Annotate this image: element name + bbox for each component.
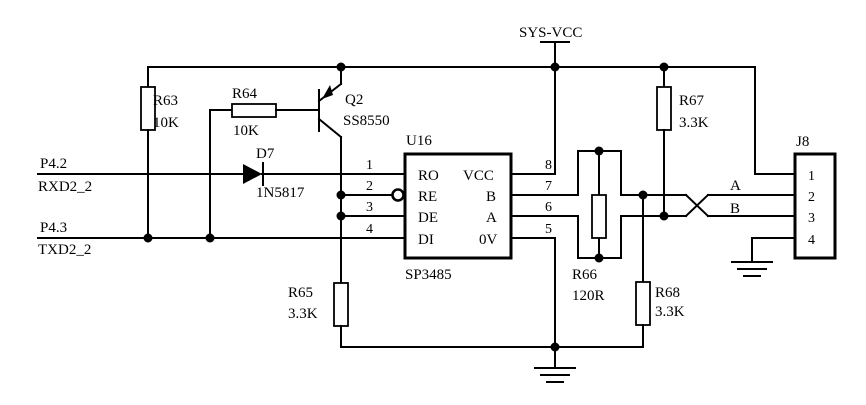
tx-line	[37, 233, 406, 243]
r64-label: R64	[232, 86, 258, 102]
resistor-r68	[635, 194, 651, 348]
pin-7-num: 7	[545, 179, 552, 194]
r66-label: R66	[572, 267, 598, 283]
r66-value: 120R	[572, 288, 605, 304]
txd-label: TXD2_2	[38, 242, 91, 258]
d7-part: 1N5817	[256, 185, 305, 201]
power-rail	[147, 41, 756, 72]
j8-pin-2: 2	[808, 190, 815, 205]
pin-2-num: 2	[366, 179, 373, 194]
pin-1-num: 1	[366, 158, 373, 173]
pin-0v-name: 0V	[479, 232, 498, 248]
pin-di-name: DI	[418, 232, 434, 248]
rxd-label: RXD2_2	[38, 179, 92, 195]
connector-j8	[731, 66, 837, 277]
sys-vcc-label: SYS-VCC	[519, 25, 582, 41]
net-b-label: B	[730, 201, 740, 217]
bus-b-line	[510, 146, 796, 218]
r63-label: R63	[153, 93, 178, 109]
j8-pin-4: 4	[808, 233, 815, 248]
resistor-r67	[656, 66, 672, 217]
u16-label: U16	[406, 133, 432, 149]
j8-pin-3: 3	[808, 211, 815, 226]
u16-part: SP3485	[405, 267, 452, 283]
pin-re-name: RE	[418, 189, 437, 205]
net-a-label: A	[730, 178, 741, 194]
ground-net	[340, 237, 644, 369]
pin-a-name: A	[486, 210, 497, 226]
r64-value: 10K	[233, 123, 259, 139]
pin-ro-name: RO	[418, 168, 439, 184]
pin-4-num: 4	[366, 222, 373, 237]
r68-label: R68	[655, 285, 680, 301]
q2-part: SS8550	[343, 113, 390, 129]
r67-value: 3.3K	[679, 115, 709, 131]
r68-value: 3.3K	[655, 304, 685, 320]
r65-value: 3.3K	[288, 306, 318, 322]
r67-label: R67	[679, 93, 705, 109]
resistor-r65	[333, 282, 349, 348]
pin-vcc-name: VCC	[463, 168, 494, 184]
p43-label: P4.3	[40, 220, 67, 236]
resistor-r63	[140, 66, 156, 239]
vcc-pin-wire	[510, 66, 556, 175]
ground-symbol-main	[534, 367, 576, 383]
q2-label: Q2	[345, 92, 363, 108]
pin-5-num: 5	[545, 222, 552, 237]
pin-8-num: 8	[545, 158, 552, 173]
p42-label: P4.2	[40, 156, 67, 172]
pin-de-name: DE	[418, 210, 438, 226]
pin-6-num: 6	[545, 200, 552, 215]
d7-label: D7	[256, 146, 275, 162]
pin-b-name: B	[486, 189, 496, 205]
j8-pin-1: 1	[808, 169, 815, 184]
j8-label: J8	[796, 134, 809, 150]
pin-3-num: 3	[366, 200, 373, 215]
resistor-r66	[591, 150, 607, 259]
chip-u16	[403, 152, 513, 260]
transistor-q2	[317, 66, 343, 196]
r63-value: 10K	[153, 115, 179, 131]
r65-label: R65	[288, 285, 313, 301]
diode-d7	[243, 162, 264, 186]
